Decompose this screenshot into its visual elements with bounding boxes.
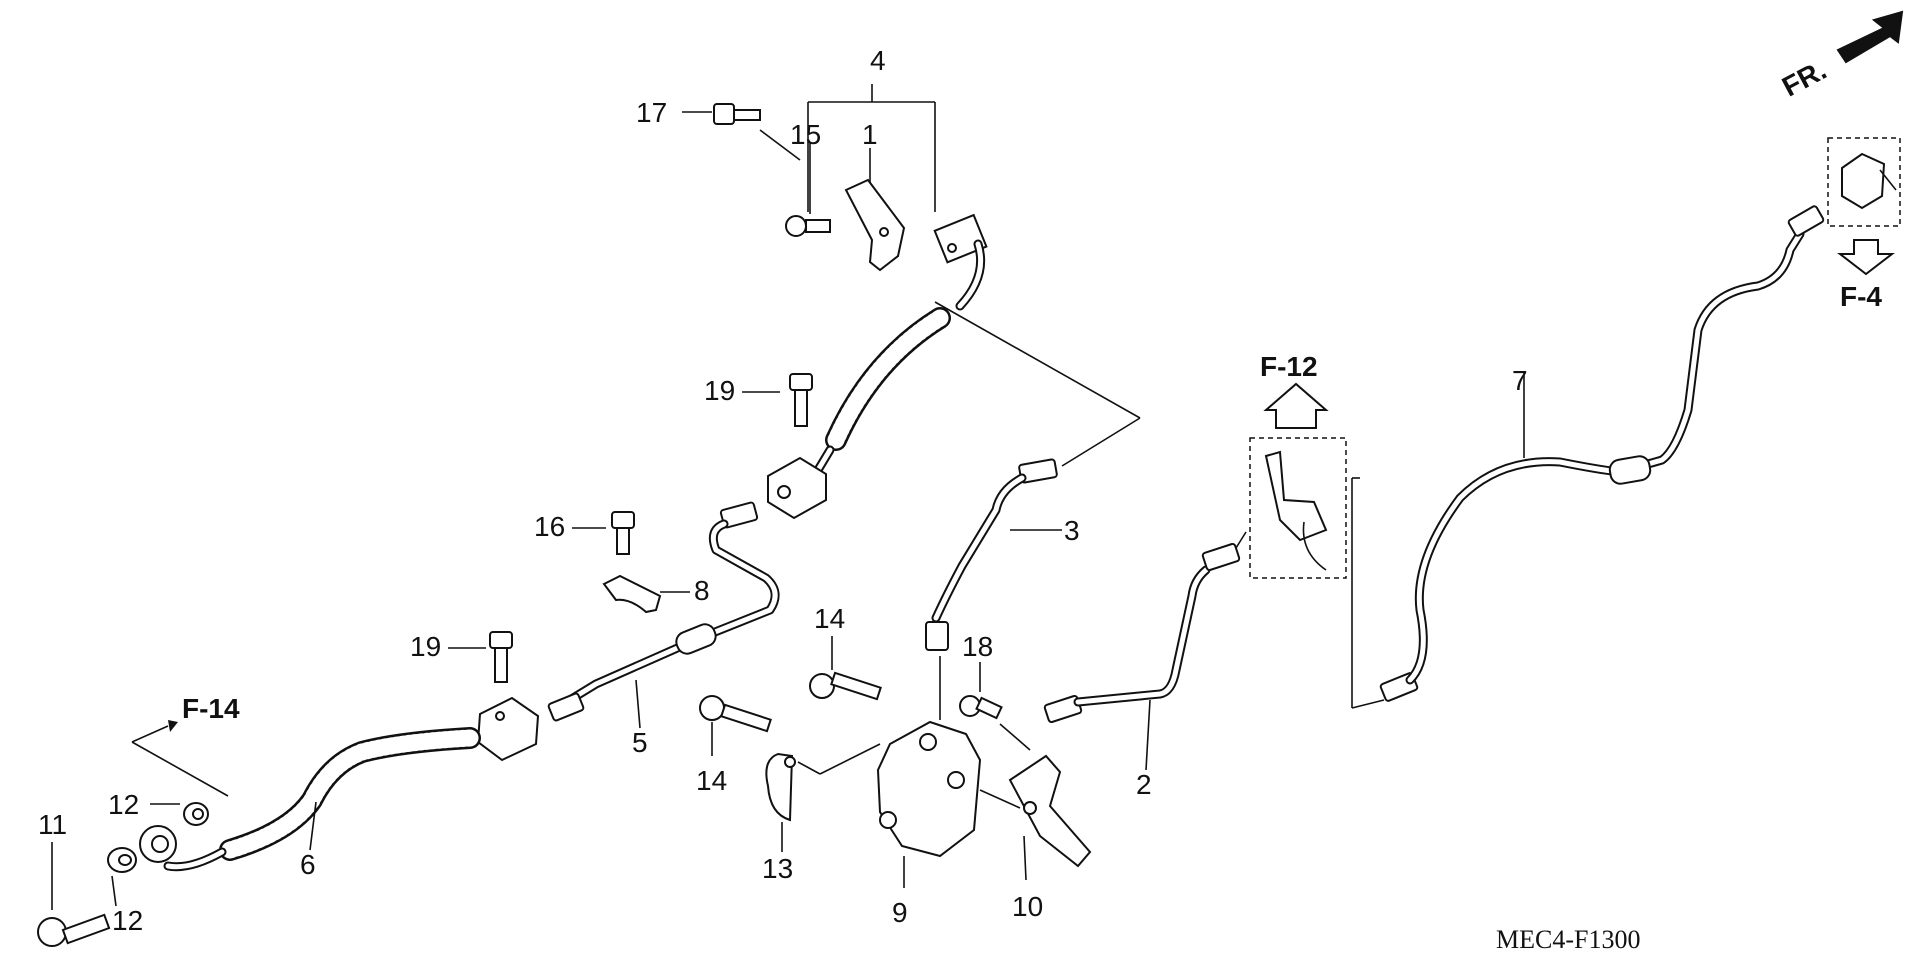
clamp-8 xyxy=(602,574,690,614)
brake-hose-6 xyxy=(163,727,481,872)
bolt-15 xyxy=(785,142,831,237)
callout-4: 4 xyxy=(870,45,886,76)
bolt-18 xyxy=(959,662,1031,751)
callout-12-upper: 12 xyxy=(108,789,139,820)
callout-15: 15 xyxy=(790,119,821,150)
callout-12-lower: 12 xyxy=(112,905,143,936)
banjo-bolt-11 xyxy=(37,720,229,947)
bolt-16 xyxy=(572,511,635,555)
brake-pipe-5 xyxy=(547,501,780,729)
clamp-13 xyxy=(765,743,881,852)
f4-reference-box xyxy=(1827,137,1901,276)
callout-14-upper: 14 xyxy=(814,603,845,634)
bolt-14-lower xyxy=(699,695,772,756)
callout-18: 18 xyxy=(962,631,993,662)
f14-label: F-14 xyxy=(182,693,240,724)
callout-1: 1 xyxy=(862,119,878,150)
brake-pipe-2 xyxy=(1043,542,1241,771)
callout-3: 3 xyxy=(1064,515,1080,546)
valve-9 xyxy=(876,656,982,888)
f12-label: F-12 xyxy=(1260,351,1318,382)
callout-16: 16 xyxy=(534,511,565,542)
callout-9: 9 xyxy=(892,897,908,928)
bracket-1 xyxy=(844,148,906,272)
callout-17: 17 xyxy=(636,97,667,128)
callout-8: 8 xyxy=(694,575,710,606)
callout-4-bracket xyxy=(807,84,936,212)
callout-11: 11 xyxy=(38,809,67,840)
f12-reference-box xyxy=(1235,382,1347,579)
brake-pipe-3 xyxy=(925,417,1141,651)
callout-6: 6 xyxy=(300,849,316,880)
fr-label: FR. xyxy=(1777,54,1831,103)
bolt-19-upper xyxy=(742,373,827,520)
brake-hose-4 xyxy=(813,213,1141,475)
brake-pipe-7 xyxy=(1351,205,1825,709)
callout-14-lower: 14 xyxy=(696,765,727,796)
callout-5: 5 xyxy=(632,727,648,758)
diagram-code: MEC4-F1300 xyxy=(1496,925,1640,954)
bolt-17 xyxy=(682,103,801,161)
bracket-10 xyxy=(979,754,1092,881)
front-direction-arrow: FR. xyxy=(1777,10,1904,103)
callout-2: 2 xyxy=(1136,769,1152,800)
callout-13: 13 xyxy=(762,853,793,884)
callout-19-lower: 19 xyxy=(410,631,441,662)
callout-19-upper: 19 xyxy=(704,375,735,406)
bolt-14-upper xyxy=(809,636,882,701)
callout-10: 10 xyxy=(1012,891,1043,922)
callout-7: 7 xyxy=(1512,365,1528,396)
f4-label: F-4 xyxy=(1840,281,1882,312)
